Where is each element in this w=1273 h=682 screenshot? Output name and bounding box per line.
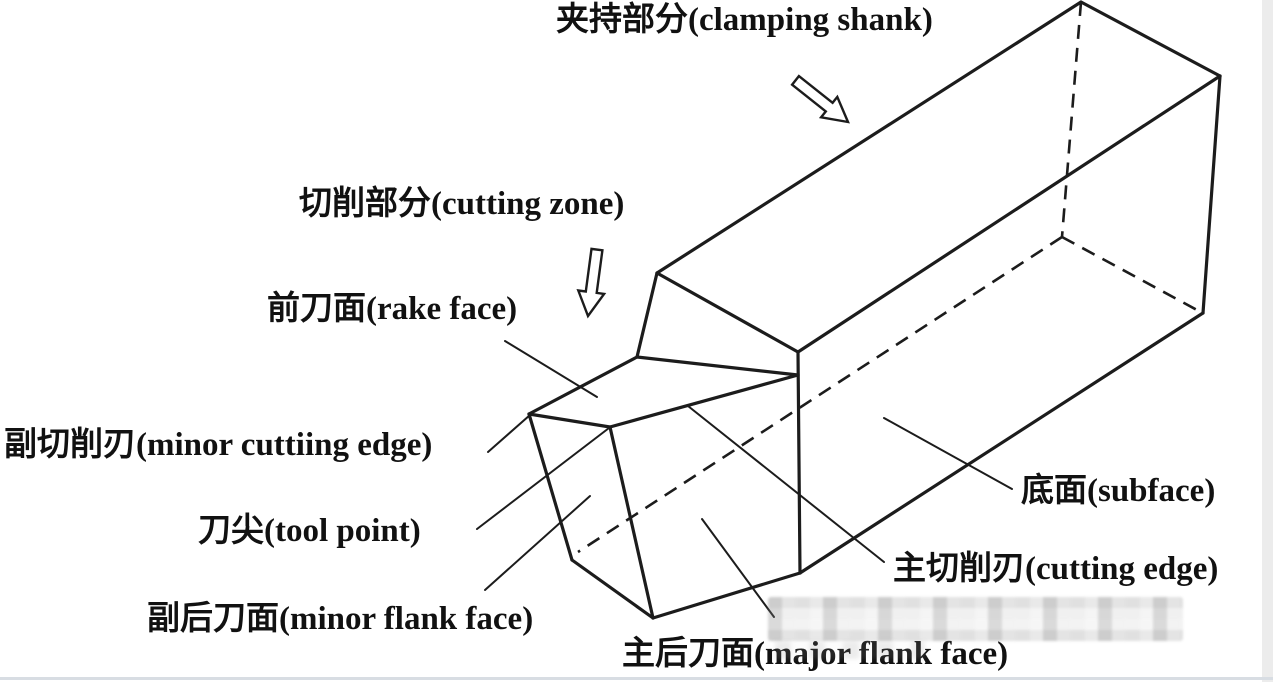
label-main-cutting-edge-en: (cutting edge) — [1025, 551, 1219, 587]
label-cutting-zone-zh: 切削部分 — [299, 186, 431, 222]
hidden-right-back-edge — [1060, 1, 1083, 238]
clamping-shank-arrow-icon — [790, 74, 850, 124]
label-tool-point-zh: 刀尖 — [198, 513, 264, 549]
label-minor-flank-face-zh: 副后刀面 — [147, 601, 279, 637]
minor-flank-bottom-edge — [570, 558, 655, 620]
label-clamping-shank-en: (clamping shank) — [688, 2, 933, 38]
leader-major-flank-face — [701, 518, 775, 618]
shank-right-front-edge — [1201, 74, 1222, 315]
label-rake-face-zh: 前刀面 — [267, 291, 366, 327]
minor-cutting-edge-line — [527, 412, 612, 429]
leader-minor-flank-face — [484, 495, 591, 591]
leader-subface — [883, 417, 1013, 490]
hidden-right-bottom-edge — [1061, 235, 1198, 312]
label-tool-point: 刀尖(tool point) — [198, 513, 421, 549]
minor-flank-left-edge — [527, 412, 574, 562]
cutting-zone-arrow-icon — [576, 247, 607, 319]
label-subface: 底面(subface) — [1021, 473, 1215, 509]
shank-left-top-edge — [655, 271, 800, 354]
label-subface-en: (subface) — [1087, 473, 1216, 509]
main-cutting-edge-line — [608, 373, 800, 429]
rake-face-back-edge — [635, 355, 800, 377]
leader-minor-cutting-edge — [487, 414, 531, 453]
label-minor-cutting-edge: 副切削刃(minor cuttiing edge) — [4, 427, 432, 463]
leader-tool-point — [476, 427, 610, 530]
leader-main-cutting-edge — [687, 405, 885, 563]
label-tool-point-en: (tool point) — [264, 513, 421, 549]
label-major-flank-face-en: (major flank face) — [754, 636, 1009, 672]
shank-left-front-edge — [796, 350, 802, 575]
label-major-flank-face: 主后刀面(major flank face) — [622, 636, 1008, 672]
redacted-watermark-smudge — [775, 641, 925, 659]
label-main-cutting-edge: 主切削刃(cutting edge) — [893, 551, 1218, 587]
label-main-cutting-edge-zh: 主切削刃 — [893, 551, 1025, 587]
label-subface-zh: 底面 — [1021, 473, 1087, 509]
label-major-flank-face-zh: 主后刀面 — [622, 636, 754, 672]
tool-nose-edge — [608, 425, 655, 620]
redacted-watermark — [768, 597, 1183, 641]
major-flank-bottom-edge — [651, 571, 802, 620]
shank-front-top-edge — [796, 74, 1222, 354]
shank-right-top-edge — [1079, 0, 1222, 78]
label-cutting-zone-en: (cutting zone) — [431, 186, 625, 222]
hidden-back-bottom-edge — [577, 235, 1063, 554]
leader-rake-face — [504, 340, 598, 398]
shank-bottom-front-edge — [798, 311, 1205, 575]
label-cutting-zone: 切削部分(cutting zone) — [299, 186, 624, 222]
shank-back-top-edge — [655, 0, 1083, 275]
label-clamping-shank: 夹持部分(clamping shank) — [556, 2, 933, 38]
bottom-rule — [0, 677, 1273, 680]
rake-face-left-edge — [527, 355, 639, 416]
neck-left-edge — [635, 271, 659, 359]
label-minor-cutting-edge-en: (minor cuttiing edge) — [136, 427, 433, 463]
label-clamping-shank-zh: 夹持部分 — [556, 2, 688, 38]
label-minor-flank-face-en: (minor flank face) — [279, 601, 534, 637]
label-rake-face: 前刀面(rake face) — [267, 291, 517, 327]
right-edge-strip — [1262, 0, 1273, 682]
label-minor-cutting-edge-zh: 副切削刃 — [4, 427, 136, 463]
label-rake-face-en: (rake face) — [366, 291, 518, 327]
label-minor-flank-face: 副后刀面(minor flank face) — [147, 601, 533, 637]
